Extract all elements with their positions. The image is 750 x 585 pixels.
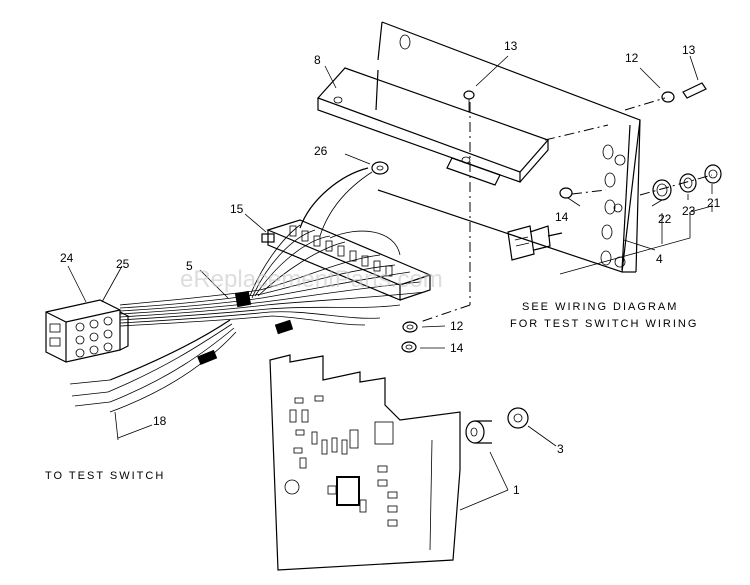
to-test-switch-note: TO TEST SWITCH (45, 470, 165, 482)
plug-connector (45, 299, 129, 363)
terminal-strip (261, 219, 432, 301)
screw-13-center (463, 90, 475, 112)
screw-13-right (682, 82, 707, 99)
callout-14: 14 (450, 341, 464, 355)
watermark: eReplacementParts.com (180, 266, 443, 293)
callout-8: 8 (314, 53, 321, 67)
callout-18: 18 (153, 414, 167, 428)
standoff-3 (465, 407, 529, 444)
callout-1: 1 (513, 483, 520, 497)
screw-14-lower (401, 341, 417, 353)
callout-14: 14 (555, 210, 569, 224)
leader-lines (67, 55, 713, 511)
test-switch (507, 225, 563, 261)
callout-26: 26 (314, 144, 328, 158)
switch-lockwasher-23 (679, 173, 697, 193)
callout-4: 4 (656, 252, 663, 266)
screw-14-panel (559, 187, 573, 199)
callout-24: 24 (60, 251, 74, 265)
callout-22: 22 (658, 212, 672, 226)
callout-21: 21 (707, 196, 721, 210)
callout-13: 13 (504, 39, 518, 53)
callout-23: 23 (682, 204, 696, 218)
mounting-bracket (316, 67, 550, 186)
washer-12-lower (402, 321, 418, 333)
callout-3: 3 (557, 442, 564, 456)
mounting-panel (375, 21, 641, 273)
switch-washer-22 (652, 179, 672, 201)
callout-12: 12 (625, 51, 639, 65)
callout-labels: 8 13 12 13 14 26 15 24 25 5 12 14 4 22 2… (60, 39, 721, 497)
wiring-note-line1: SEE WIRING DIAGRAM (522, 301, 678, 313)
callout-12: 12 (450, 319, 464, 333)
wiring-note-line2: FOR TEST SWITCH WIRING (510, 318, 698, 330)
wiring-harness (69, 167, 426, 441)
callout-15: 15 (230, 202, 244, 216)
alignment-lines (419, 97, 713, 323)
callout-5: 5 (186, 259, 193, 273)
callout-25: 25 (116, 257, 130, 271)
circuit-board (269, 354, 461, 571)
washer-12-right (661, 91, 675, 103)
callout-13: 13 (682, 43, 696, 57)
leader-bracket-4 (559, 204, 713, 275)
ring-terminal (371, 161, 389, 175)
switch-nut-21 (704, 164, 722, 184)
